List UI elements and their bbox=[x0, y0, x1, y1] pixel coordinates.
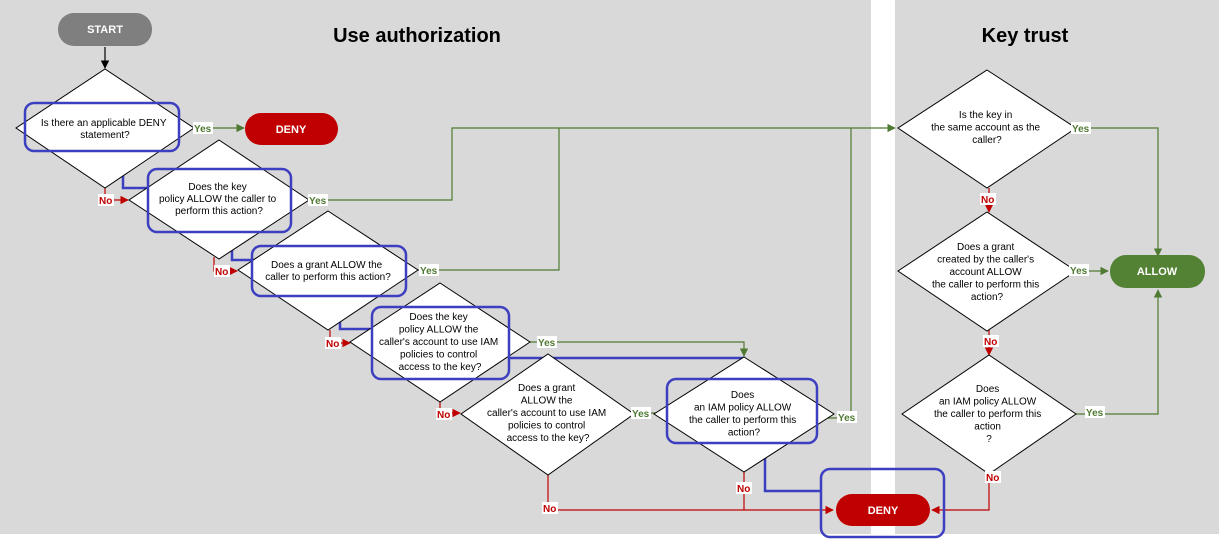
yes-label: Yes bbox=[420, 266, 438, 277]
decision-text-line: Does a grant ALLOW the bbox=[271, 260, 383, 271]
yes-label: Yes bbox=[194, 124, 212, 135]
decision-text-line: Does bbox=[976, 384, 999, 395]
decision-text-line: Is there an applicable DENY bbox=[41, 118, 167, 129]
allow-terminal: ALLOW bbox=[1110, 255, 1205, 288]
decision-key-policy-allow: Does the key policy ALLOW the caller to … bbox=[128, 139, 310, 260]
yes-label: Yes bbox=[1086, 408, 1104, 419]
decision-text-line: policies to control bbox=[508, 421, 585, 432]
decision-text-line: policy ALLOW the caller to bbox=[159, 194, 277, 205]
deny-terminal-bottom: DENY bbox=[836, 494, 930, 526]
decision-text-line: an IAM policy ALLOW bbox=[694, 403, 792, 414]
no-label: No bbox=[986, 473, 999, 484]
decision-text-line: perform this action? bbox=[175, 206, 263, 217]
svg-text:Does a grant ALLOW the: Does a grant ALLOW the caller's account … bbox=[487, 383, 609, 444]
decision-text-line: Does a grant bbox=[518, 383, 575, 394]
decision-text-line: Does the key bbox=[188, 182, 246, 193]
decision-text-line: statement? bbox=[80, 130, 130, 141]
decision-text-line: caller to perform this action? bbox=[265, 272, 391, 283]
start-terminal: START bbox=[58, 13, 152, 46]
decision-grant-caller-account: Does a grant created by the caller's acc… bbox=[897, 211, 1077, 332]
decision-text-line: the caller to perform this bbox=[934, 409, 1041, 420]
deny-terminal-top: DENY bbox=[245, 113, 338, 145]
use-authorization-title: Use authorization bbox=[333, 25, 501, 47]
yes-label: Yes bbox=[538, 338, 556, 349]
decision-deny-statement: Is there an applicable DENY statement? bbox=[15, 68, 195, 189]
decision-text-line: access to the key? bbox=[399, 362, 482, 373]
no-label: No bbox=[437, 410, 450, 421]
decision-text-line: created by the caller's bbox=[937, 255, 1034, 266]
no-label: No bbox=[215, 267, 228, 278]
decision-text-line: the same account as the bbox=[931, 123, 1040, 134]
decision-text-line: ALLOW the bbox=[521, 396, 573, 407]
decision-text-line: Is the key in bbox=[959, 110, 1012, 121]
decision-iam-policy-allow: Does an IAM policy ALLOW the caller to p… bbox=[653, 356, 835, 473]
decision-text-line: caller? bbox=[972, 135, 1002, 146]
no-label: No bbox=[737, 484, 750, 495]
decision-text-line: action bbox=[974, 422, 1001, 433]
deny-top-label: DENY bbox=[276, 124, 307, 136]
decision-grant-allow: Does a grant ALLOW the caller to perform… bbox=[237, 210, 419, 331]
decision-text-line: action? bbox=[971, 292, 1004, 303]
decision-same-account: Is the key in the same account as the ca… bbox=[897, 69, 1077, 189]
decision-key-policy-iam: Does the key policy ALLOW the caller's a… bbox=[349, 282, 531, 403]
yes-label: Yes bbox=[1072, 124, 1090, 135]
yes-label: Yes bbox=[1070, 266, 1088, 277]
decision-text-line: policies to control bbox=[400, 350, 477, 361]
highlight-box bbox=[23, 101, 181, 153]
highlight-box bbox=[665, 377, 819, 445]
svg-text:Does an IAM policy ALLOW: Does an IAM policy ALLOW the caller to p… bbox=[689, 390, 799, 439]
no-label: No bbox=[99, 196, 112, 207]
svg-text:Is the key in the same a: Is the key in the same account as the ca… bbox=[931, 110, 1043, 146]
svg-text:Does an IAM policy ALLOW: Does an IAM policy ALLOW the caller to p… bbox=[934, 384, 1044, 445]
yes-label: Yes bbox=[309, 196, 327, 207]
decision-grant-iam: Does a grant ALLOW the caller's account … bbox=[460, 353, 635, 476]
decision-text-line: the caller to perform this bbox=[932, 280, 1039, 291]
svg-text:Does the key policy ALLO: Does the key policy ALLOW the caller's a… bbox=[379, 312, 501, 373]
yes-labels: Yes Yes Yes Yes Yes Yes Yes Yes Yes bbox=[193, 122, 1105, 424]
decision-text-line: caller's account to use IAM bbox=[379, 337, 498, 348]
highlight-boxes bbox=[23, 101, 946, 539]
decision-text-line: ? bbox=[986, 434, 992, 445]
svg-text:Is there an applicable DENY: Is there an applicable DENY statement? bbox=[41, 118, 169, 141]
decision-text-line: action? bbox=[728, 428, 761, 439]
decision-text-line: Does bbox=[731, 390, 754, 401]
no-label: No bbox=[984, 337, 997, 348]
decision-text-line: Does the key bbox=[409, 312, 467, 323]
decision-text-line: Does a grant bbox=[957, 242, 1014, 253]
decision-text-line: policy ALLOW the bbox=[399, 325, 479, 336]
svg-text:Does a grant ALLOW the c: Does a grant ALLOW the caller to perform… bbox=[265, 260, 391, 283]
decision-text-line: the caller to perform this bbox=[689, 415, 796, 426]
decision-text-line: access to the key? bbox=[507, 433, 590, 444]
key-trust-title: Key trust bbox=[982, 25, 1069, 47]
allow-label: ALLOW bbox=[1137, 266, 1178, 278]
svg-text:Does a grant created by: Does a grant created by the caller's acc… bbox=[932, 242, 1042, 303]
highlight-box bbox=[250, 244, 408, 298]
no-label: No bbox=[543, 504, 556, 515]
deny-bottom-label: DENY bbox=[868, 505, 899, 517]
no-label: No bbox=[326, 339, 339, 350]
start-label: START bbox=[87, 24, 123, 36]
no-labels: No No No No No No No No No bbox=[98, 193, 1001, 515]
no-label: No bbox=[981, 195, 994, 206]
highlight-box bbox=[370, 305, 511, 381]
highlight-box bbox=[819, 467, 946, 539]
decision-text-line: caller's account to use IAM bbox=[487, 408, 606, 419]
highlight-box bbox=[146, 167, 293, 234]
yes-label: Yes bbox=[632, 409, 650, 420]
svg-text:Does the key policy ALLO: Does the key policy ALLOW the caller to … bbox=[159, 182, 279, 217]
yes-label: Yes bbox=[838, 413, 856, 424]
decision-text-line: account ALLOW bbox=[949, 267, 1022, 278]
decision-text-line: an IAM policy ALLOW bbox=[939, 397, 1037, 408]
